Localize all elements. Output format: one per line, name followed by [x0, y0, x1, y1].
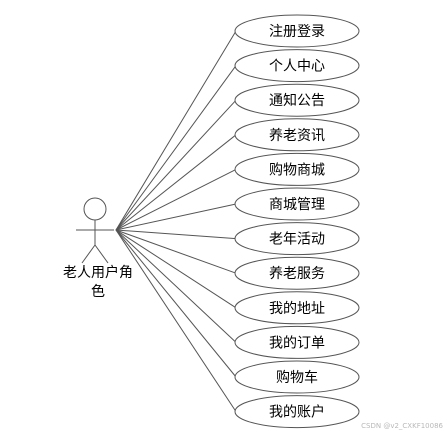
use-cases: 注册登录个人中心通知公告养老资讯购物商城商城管理老年活动养老服务我的地址我的订单… [234, 14, 360, 429]
use-case-ellipse [234, 256, 360, 290]
use-case-ellipse [234, 360, 360, 394]
association-lines [115, 30, 237, 412]
association-line [115, 99, 237, 231]
use-case-ellipse [234, 14, 360, 48]
actor-left-leg [81, 244, 96, 264]
use-case-label: 养老资讯 [269, 128, 325, 144]
association-line [115, 229, 237, 274]
watermark: CSDN @v2_CXKF10086 [361, 422, 443, 430]
use-case-label: 我的地址 [269, 301, 325, 317]
use-case-ellipse [234, 152, 360, 186]
actor-label-line1: 老人用户角 [63, 264, 133, 281]
association-line [115, 65, 237, 231]
association-line [115, 229, 237, 412]
use-case-ellipse [234, 325, 360, 359]
actor-figure: 老人用户角 色 [63, 197, 133, 300]
use-case-ellipse [234, 118, 360, 152]
use-case: 我的账户 [234, 395, 360, 429]
use-case-ellipse [234, 49, 360, 83]
use-case: 我的订单 [234, 325, 360, 359]
use-case-label: 通知公告 [269, 92, 325, 109]
use-case: 购物商城 [234, 152, 360, 186]
association-line [115, 229, 237, 378]
use-case-ellipse [234, 291, 360, 325]
association-line [115, 229, 237, 343]
use-case: 通知公告 [234, 83, 360, 117]
use-case-label: 购物车 [276, 369, 318, 386]
use-case: 老年活动 [234, 222, 360, 256]
association-line [115, 134, 237, 231]
use-case: 购物车 [234, 360, 360, 394]
use-case-label: 购物商城 [269, 162, 325, 178]
use-case: 养老服务 [234, 256, 360, 290]
use-case: 我的地址 [234, 291, 360, 325]
actor-head [83, 197, 107, 221]
actor-label-line2: 色 [91, 283, 105, 300]
association-line [115, 168, 237, 231]
use-case-ellipse [234, 222, 360, 256]
use-case-label: 我的账户 [269, 404, 325, 421]
use-case-ellipse [234, 395, 360, 429]
use-case: 养老资讯 [234, 118, 360, 152]
use-case-label: 注册登录 [269, 24, 325, 40]
use-case: 商城管理 [234, 187, 360, 221]
use-case-label: 商城管理 [269, 197, 325, 213]
use-case-label: 个人中心 [269, 59, 325, 75]
association-line [115, 229, 237, 240]
actor-right-leg [94, 244, 109, 264]
use-case: 个人中心 [234, 49, 360, 83]
use-case-label: 我的订单 [269, 335, 325, 351]
use-case-label: 养老服务 [269, 266, 325, 282]
association-line [115, 30, 237, 231]
use-case-ellipse [234, 187, 360, 221]
association-line [115, 203, 237, 231]
use-case: 注册登录 [234, 14, 360, 48]
use-case-label: 老年活动 [269, 232, 325, 248]
association-line [115, 229, 237, 309]
use-case-ellipse [234, 83, 360, 117]
